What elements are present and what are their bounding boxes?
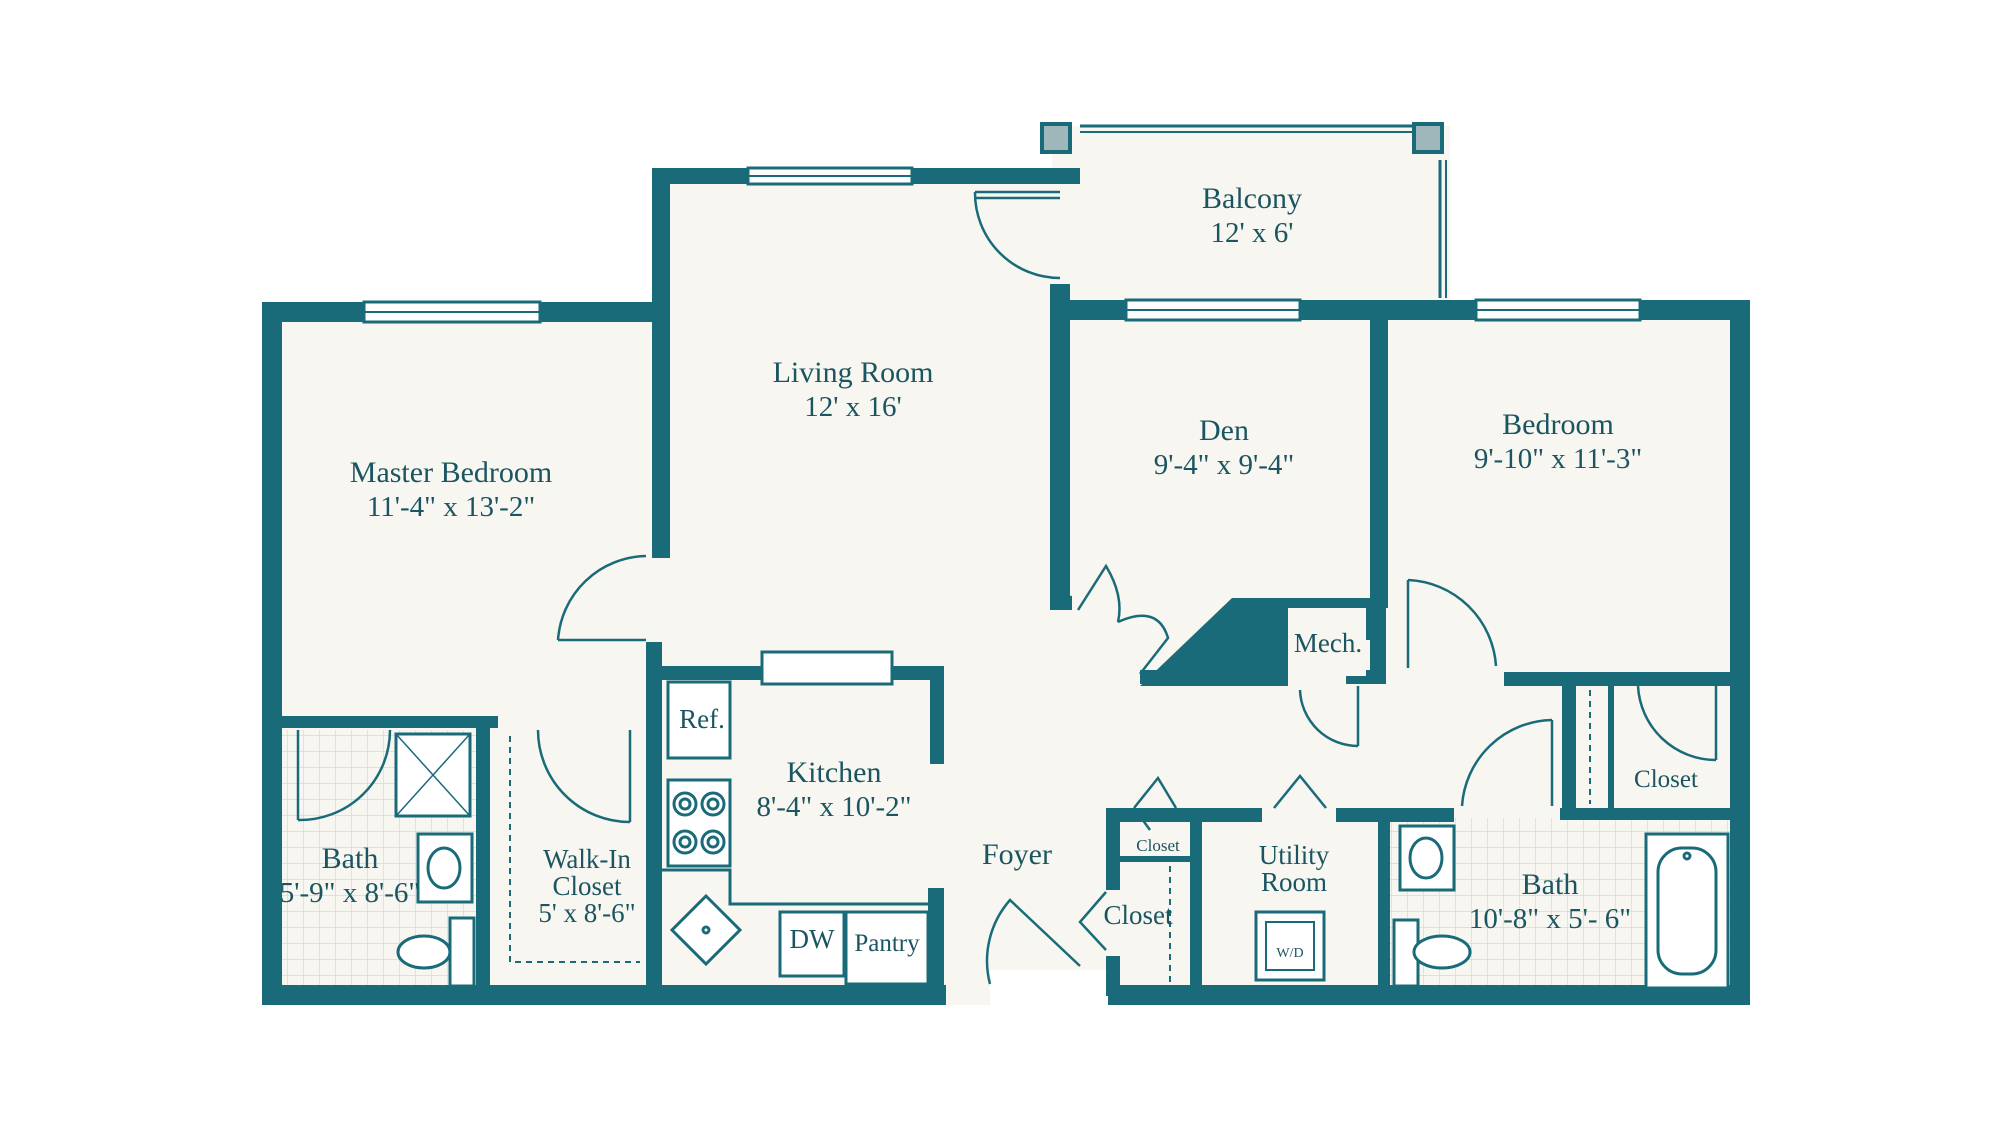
kitchen-dims: 8'-4" x 10'-2" bbox=[756, 790, 912, 823]
master-bath-dims: 5'-9" x 8'-6" bbox=[279, 876, 421, 909]
bath-label: Bath 10'-8" x 5'- 6" bbox=[1469, 868, 1631, 936]
walk-in-closet-name-2: Closet bbox=[552, 871, 622, 901]
balcony-railing bbox=[1040, 122, 1447, 298]
wall-bed-south bbox=[1504, 672, 1730, 686]
wall-living-north-b bbox=[912, 168, 1080, 184]
balcony-label: Balcony 12' x 6' bbox=[1202, 182, 1302, 250]
washer-dryer-label: W/D bbox=[1276, 946, 1304, 961]
closet-shelves bbox=[509, 690, 1591, 982]
wall-living-north-a bbox=[652, 168, 748, 184]
bath-name: Bath bbox=[1521, 868, 1579, 901]
wall-mech-east bbox=[1370, 600, 1386, 682]
master-bedroom-label: Master Bedroom 11'-4" x 13'-2" bbox=[350, 456, 552, 524]
pantry-label: Pantry bbox=[854, 930, 920, 957]
wall-bath-north bbox=[1560, 808, 1730, 820]
utility-room-label: Utility Room bbox=[1259, 842, 1330, 896]
living-room-name: Living Room bbox=[772, 356, 934, 389]
mech-room bbox=[1288, 608, 1366, 676]
balcony-name: Balcony bbox=[1202, 182, 1302, 215]
wall-den-north-b bbox=[1300, 300, 1476, 320]
wall-living-west bbox=[652, 168, 670, 558]
foyer-label: Foyer bbox=[982, 838, 1052, 871]
den-name: Den bbox=[1199, 414, 1249, 447]
mech-label: Mech. bbox=[1293, 628, 1363, 658]
wall-utility-east bbox=[1378, 822, 1390, 988]
wall-den-west bbox=[1050, 284, 1070, 606]
walk-in-closet-dims: 5' x 8'-6" bbox=[538, 898, 636, 928]
wall-master-north-a bbox=[262, 302, 364, 322]
living-room-dims: 12' x 16' bbox=[804, 390, 902, 423]
kitchen-label: Kitchen 8'-4" x 10'-2" bbox=[757, 756, 912, 824]
wall-master-bath-north bbox=[282, 716, 498, 728]
wall-east bbox=[1730, 300, 1750, 1005]
bath-dims: 10'-8" x 5'- 6" bbox=[1468, 902, 1632, 935]
utility-room-name-1: Utility bbox=[1258, 840, 1330, 870]
wall-south-east bbox=[1108, 985, 1750, 1005]
wall-utility-west bbox=[1190, 808, 1202, 988]
wall-closet-small-west bbox=[1106, 808, 1120, 890]
wall-west bbox=[262, 302, 282, 1005]
windows bbox=[362, 166, 1642, 686]
master-bath-label: Bath 5'-9" x 8'-6" bbox=[280, 842, 420, 910]
wall-kitchen-east bbox=[930, 666, 944, 764]
balcony-floor bbox=[1052, 126, 1450, 301]
wall-foyer-closet-west bbox=[1106, 956, 1120, 996]
wall-utility-north-b bbox=[1336, 808, 1454, 822]
master-bedroom-name: Master Bedroom bbox=[349, 456, 553, 489]
wall-den-bed bbox=[1370, 318, 1388, 608]
master-bedroom-dims: 11'-4" x 13'-2" bbox=[366, 490, 536, 523]
wall-walkin-east bbox=[646, 642, 662, 986]
living-room-label: Living Room 12' x 16' bbox=[773, 356, 934, 424]
wall-master-north-b bbox=[540, 302, 670, 322]
walk-in-closet-name-1: Walk-In bbox=[543, 844, 631, 874]
den-angled-wall bbox=[1050, 580, 1072, 610]
dw-label: DW bbox=[789, 924, 835, 954]
wall-south-west bbox=[262, 985, 946, 1005]
foyer-small-closet-label: Closet bbox=[1136, 836, 1180, 855]
walk-in-closet-label: Walk-In Closet 5' x 8'-6" bbox=[538, 846, 635, 927]
wall-closet-west bbox=[1562, 686, 1576, 818]
master-bath-name: Bath bbox=[321, 842, 379, 875]
bedroom-label: Bedroom 9'-10" x 11'-3" bbox=[1474, 408, 1642, 476]
wall-closet-inner bbox=[1608, 686, 1614, 808]
wall-utility-north-a bbox=[1106, 808, 1262, 822]
bedroom-closet-label: Closet bbox=[1634, 766, 1698, 793]
den-label: Den 9'-4" x 9'-4" bbox=[1154, 414, 1294, 482]
wall-bed-north-b bbox=[1640, 300, 1750, 320]
ref-label: Ref. bbox=[679, 704, 725, 734]
wall-kitchen-foyer bbox=[928, 888, 944, 998]
kitchen-name: Kitchen bbox=[786, 756, 882, 789]
bedroom-name: Bedroom bbox=[1502, 408, 1614, 441]
utility-room-name-2: Room bbox=[1260, 867, 1328, 897]
foyer-closet-label: Closet bbox=[1103, 900, 1173, 930]
fixtures bbox=[394, 680, 1730, 990]
wall-master-bath-east bbox=[476, 716, 490, 986]
bedroom-dims: 9'-10" x 11'-3" bbox=[1473, 442, 1643, 475]
wall-closet-shelf bbox=[1120, 856, 1190, 862]
balcony-dims: 12' x 6' bbox=[1210, 216, 1294, 249]
door-swings bbox=[296, 190, 1718, 985]
wall-den-north-a bbox=[1050, 300, 1126, 320]
den-dims: 9'-4" x 9'-4" bbox=[1153, 448, 1295, 481]
